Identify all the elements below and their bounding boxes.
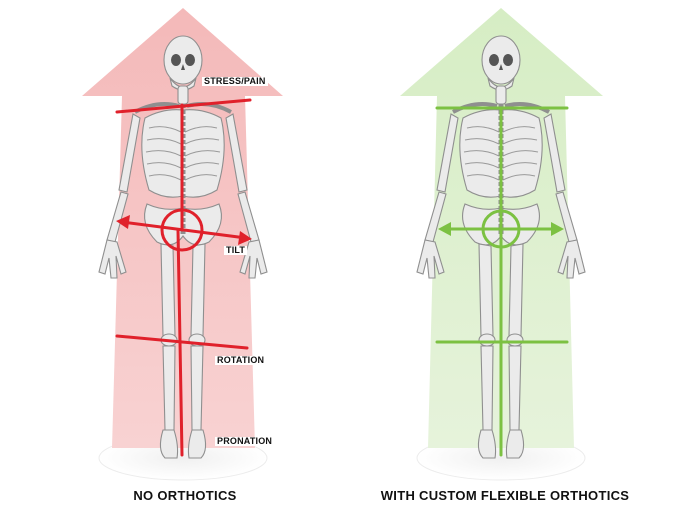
right-caption: WITH CUSTOM FLEXIBLE ORTHOTICS	[362, 489, 648, 502]
rotation-label: ROTATION	[215, 355, 267, 365]
tilt-arrowheads	[116, 215, 252, 245]
misalignment-lines	[115, 98, 252, 457]
rotation-line	[115, 334, 249, 350]
tilt-line	[120, 220, 248, 240]
pelvis-target-ring	[160, 208, 204, 252]
hip-arrowheads	[438, 222, 564, 236]
stress-pain-label: STRESS/PAIN	[202, 76, 268, 86]
right-panel	[400, 8, 603, 481]
tilt-label: TILT	[224, 245, 248, 255]
left-panel	[82, 8, 283, 481]
pronation-label: PRONATION	[215, 436, 275, 446]
left-caption: NO ORTHOTICS	[83, 489, 287, 502]
alignment-lines	[435, 106, 569, 457]
